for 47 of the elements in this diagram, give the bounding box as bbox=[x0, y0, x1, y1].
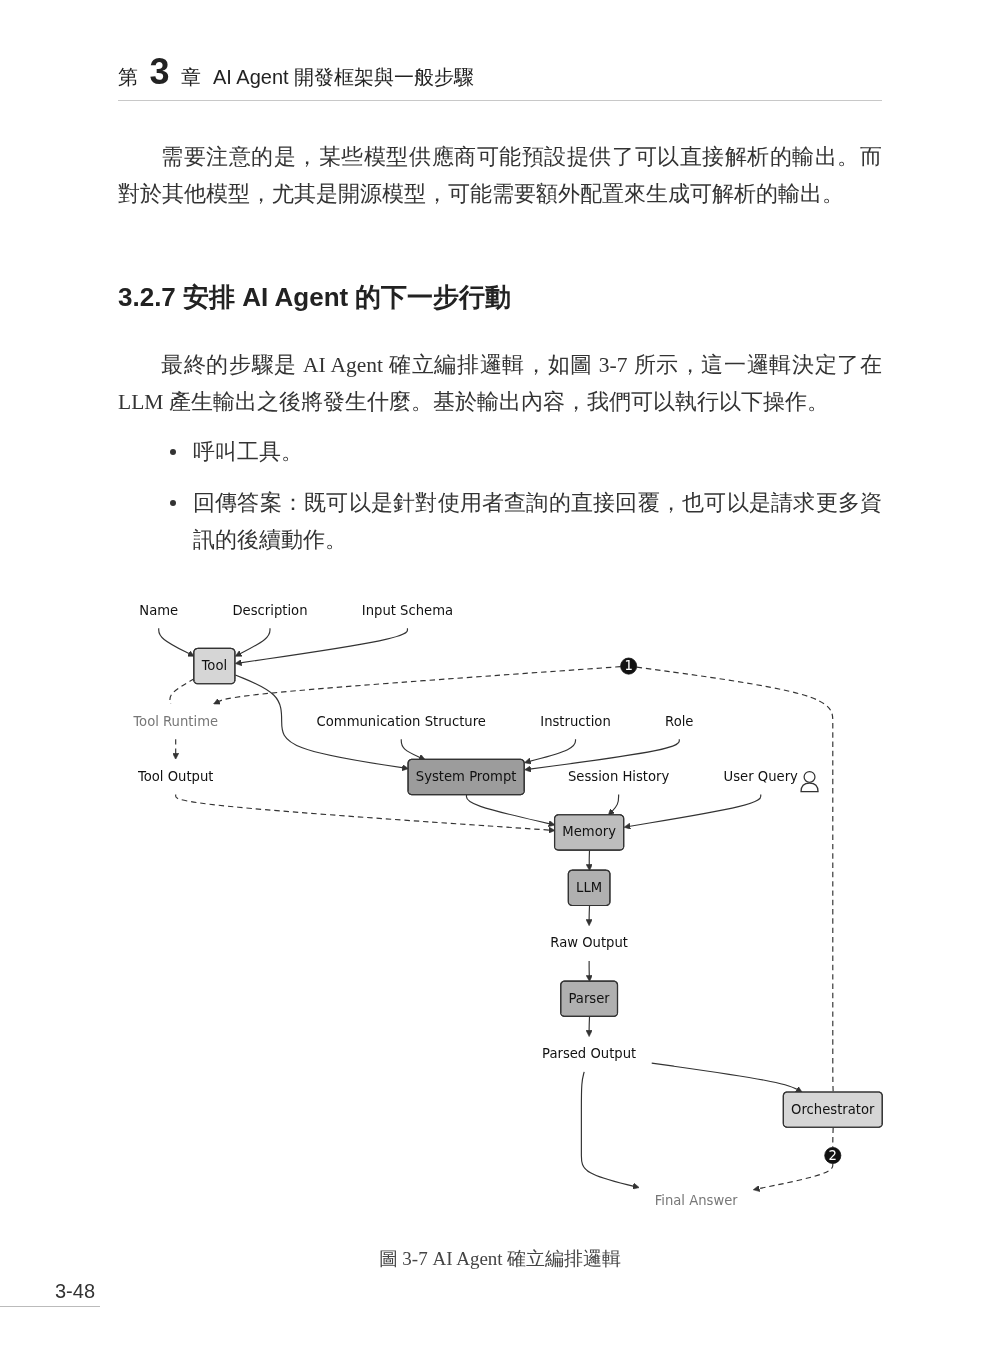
node-text: Raw Output bbox=[550, 934, 628, 951]
arrow bbox=[752, 1162, 834, 1192]
section-heading: 3.2.7 安排 AI Agent 的下一步行動 bbox=[118, 281, 512, 314]
chapter-number: 第 3 章 bbox=[118, 52, 202, 94]
node-text: Tool Runtime bbox=[133, 713, 219, 729]
paragraph: 需要注意的是，某些模型供應商可能預設提供了可以直接解析的輸出。而對於其他模型，尤其是開源模型，可能需要額外配置來生成可解析的輸出。 bbox=[118, 144, 882, 208]
arrow bbox=[585, 905, 593, 926]
arrow bbox=[234, 674, 409, 772]
process-box: Memory bbox=[554, 814, 625, 851]
arrow bbox=[235, 627, 409, 666]
node-text: Input Schema bbox=[361, 602, 454, 618]
bullet-text: 回傳答案：既可以是針對使用者查詢的直接回覆，也可以是請求更多資訊的後續動作。 bbox=[193, 490, 882, 554]
node-text: Instruction bbox=[540, 713, 611, 729]
node-text: User Query bbox=[723, 768, 798, 785]
chapter-title: AI Agent 開發框架與一般步驟 bbox=[213, 65, 475, 90]
arrow bbox=[213, 666, 622, 705]
arrow bbox=[651, 1062, 803, 1093]
step-number-circle: 1 bbox=[620, 657, 638, 675]
process-box: System Prompt bbox=[407, 758, 525, 796]
arrow bbox=[524, 738, 680, 773]
process-box: Parser bbox=[560, 980, 619, 1017]
arrow bbox=[524, 738, 577, 765]
node-text: Role bbox=[665, 713, 694, 729]
arrow bbox=[235, 627, 271, 657]
arrow bbox=[580, 1071, 640, 1190]
arrow bbox=[623, 794, 762, 830]
step-number-circle: 2 bbox=[824, 1147, 842, 1164]
arrow bbox=[608, 794, 620, 816]
paragraph: 最終的步驟是 AI Agent 確立編排邏輯，如圖 3-7 所示，這一邏輯決定了在 LLM 產生輸出之後將發生什麼。基於輸出內容，我們可以執行以下操作。 bbox=[118, 352, 882, 416]
arrow bbox=[585, 1016, 593, 1037]
node-text: Description bbox=[232, 602, 308, 618]
bullet-text: 呼叫工具。 bbox=[193, 439, 304, 466]
arrow bbox=[585, 849, 593, 871]
node-text: Tool Output bbox=[137, 768, 214, 785]
process-box: LLM bbox=[567, 869, 611, 907]
process-box: Orchestrator bbox=[782, 1091, 883, 1128]
page-number: 3-48 bbox=[55, 1280, 96, 1303]
figure-caption: 圖 3-7 AI Agent 確立編排邏輯 bbox=[378, 1247, 622, 1271]
node-text: Session History bbox=[567, 768, 670, 785]
arrow bbox=[172, 738, 180, 760]
process-box: Tool bbox=[193, 647, 236, 685]
arrow bbox=[400, 738, 426, 761]
node-text: Final Answer bbox=[654, 1193, 738, 1209]
node-text: Name bbox=[139, 602, 179, 618]
node-text: Parsed Output bbox=[542, 1045, 637, 1062]
node-text: Communication Structure bbox=[316, 713, 486, 729]
arrow bbox=[585, 960, 593, 982]
